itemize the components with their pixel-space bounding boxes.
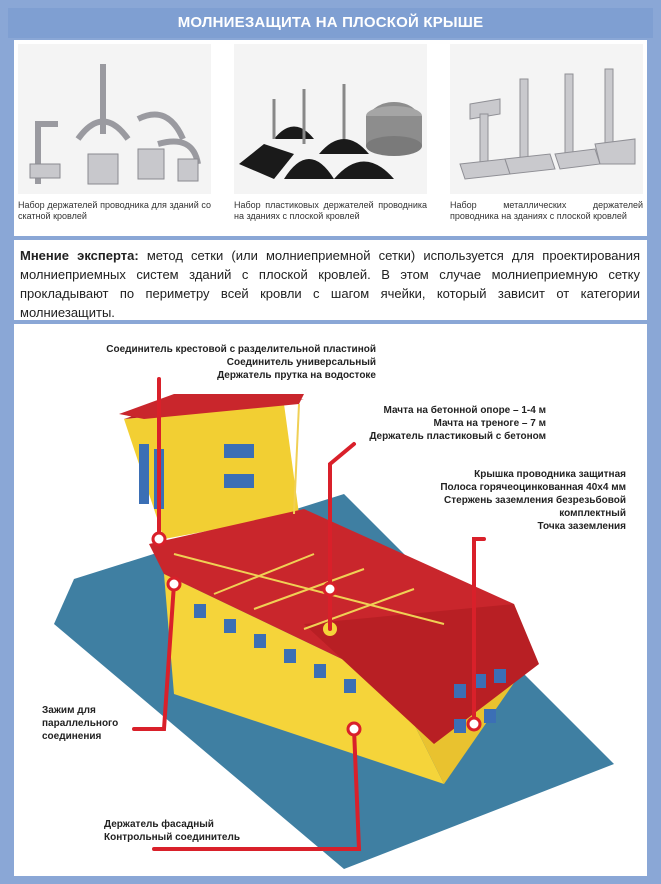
photo-metal-flat-holders: [450, 44, 643, 194]
metal-flat-holders-icon: [450, 44, 643, 194]
expert-body: метод сетки (или молниеприемной сетки) и…: [20, 248, 640, 320]
label-mast-tripod: Мачта на треноге – 7 м: [433, 418, 547, 429]
label-kit: комплектный: [559, 508, 626, 519]
label-cover: Крышка проводника защитная: [474, 469, 626, 480]
label-clamp-3: соединения: [42, 731, 102, 742]
label-strip: Полоса горячеоцинкованная 40х4 мм: [440, 482, 626, 493]
label-ground-point: Точка заземления: [537, 521, 626, 532]
photo-plastic-holders: [234, 44, 427, 194]
label-rod: Стержень заземления безрезьбовой: [444, 495, 626, 506]
plastic-holders-icon: [234, 44, 427, 194]
tower-wall: [124, 404, 299, 539]
label-cross-connector: Соединитель крестовой с разделительной п…: [106, 344, 376, 355]
label-facade-holder: Держатель фасадный: [104, 819, 214, 830]
expert-label: Мнение эксперта:: [20, 248, 139, 263]
photo-caption-2: Набор пластиковых держателей проводника …: [234, 200, 427, 221]
photo-caption-1: Набор держателей проводника для зданий с…: [18, 200, 211, 221]
photo-caption-3: Набор металлических держателей проводник…: [450, 200, 643, 221]
callout-group-3: Крышка проводника защитная Полоса горяче…: [414, 468, 626, 533]
callout-group-5: Держатель фасадный Контрольный соедините…: [104, 818, 304, 844]
expert-opinion: Мнение эксперта: метод сетки (или молние…: [14, 240, 647, 320]
label-clamp-1: Зажим для: [42, 705, 96, 716]
page-title: МОЛНИЕЗАЩИТА НА ПЛОСКОЙ КРЫШЕ: [8, 8, 653, 38]
label-universal-connector: Соединитель универсальный: [226, 357, 376, 368]
expert-text-block: Мнение эксперта: метод сетки (или молние…: [20, 246, 640, 322]
label-control-connector: Контрольный соединитель: [104, 832, 240, 843]
photo-metal-holders: [18, 44, 211, 194]
label-mast-concrete: Мачта на бетонной опоре – 1-4 м: [383, 405, 546, 416]
building-drawing: [54, 377, 614, 869]
label-clamp-2: параллельного: [42, 718, 119, 729]
label-rod-holder: Держатель прутка на водостоке: [217, 370, 376, 381]
metal-holders-icon: [18, 44, 211, 194]
label-plastic-holder: Держатель пластиковый с бетоном: [369, 431, 546, 442]
building-illustration: Соединитель крестовой с разделительной п…: [14, 324, 647, 876]
photos-section: Набор держателей проводника для зданий с…: [14, 40, 647, 236]
callout-group-2: Мачта на бетонной опоре – 1-4 м Мачта на…: [334, 404, 546, 443]
tower-roof: [119, 394, 304, 419]
callout-group-1: Соединитель крестовой с разделительной п…: [84, 343, 376, 382]
callout-group-4: Зажим для параллельного соединения: [42, 704, 182, 743]
